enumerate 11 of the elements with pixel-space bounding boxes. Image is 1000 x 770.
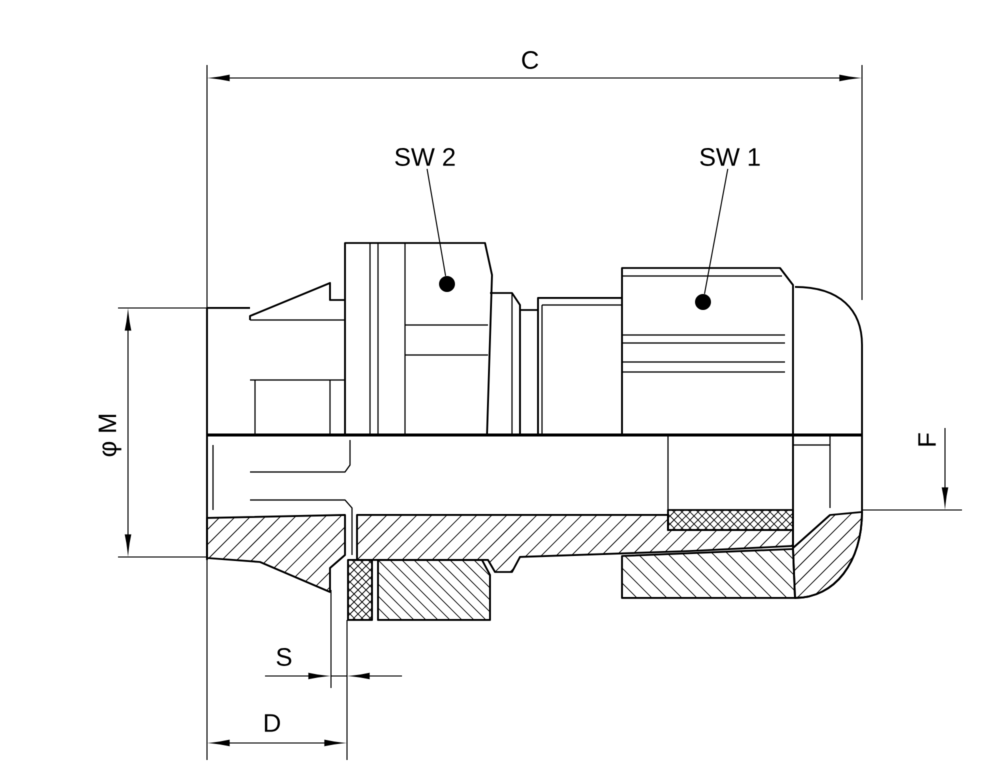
- leader-line: [704, 168, 728, 294]
- dimension-label: C: [522, 51, 538, 69]
- dot: [439, 276, 455, 292]
- callout-label: SW 2: [395, 148, 455, 166]
- dimension-label: φ M: [98, 414, 122, 456]
- dimension-label: S: [276, 648, 292, 666]
- dimension-label: F: [918, 433, 936, 446]
- dot: [695, 294, 711, 310]
- leader-line: [426, 168, 446, 276]
- dimension-label: D: [264, 714, 280, 732]
- callout-label: SW 1: [700, 148, 760, 166]
